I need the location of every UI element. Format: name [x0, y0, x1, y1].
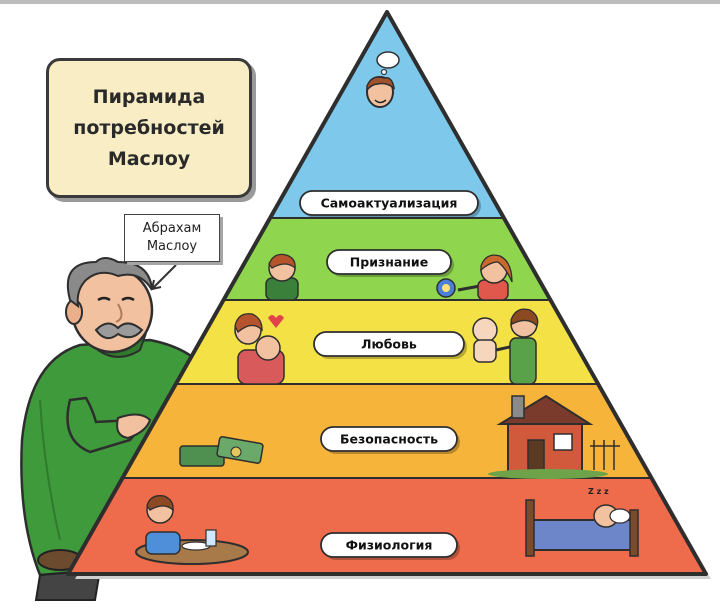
level-label-self-actualization: Самоактуализация [321, 196, 458, 211]
house-door [527, 439, 545, 473]
fence [590, 440, 620, 470]
top-border [0, 0, 720, 4]
child-head [255, 335, 281, 361]
level-label-pill-self-actualization [299, 190, 479, 216]
handing-arm [457, 284, 481, 292]
thought-cloud-icon [376, 51, 400, 69]
recognition-illustration [265, 253, 513, 301]
baby-body [473, 339, 497, 363]
thought-dot [380, 68, 388, 76]
nose [115, 303, 123, 323]
bed-headboard [525, 499, 535, 557]
house-chimney [511, 395, 525, 419]
eyes [97, 296, 135, 302]
father-hair [510, 308, 539, 328]
author-caption-line-2: Маслоу [146, 239, 198, 254]
pyramid-outline [66, 10, 708, 576]
level-label-pill-physiology [320, 532, 458, 558]
glass-icon [205, 529, 217, 547]
title-box: Пирамида потребностей Маслоу [46, 58, 252, 198]
grass [488, 469, 608, 479]
level-label-physiology: Физиология [346, 538, 433, 553]
physiology-illustration: Z z z [135, 487, 639, 565]
level-label-pill-safety [320, 426, 458, 452]
title-line-3: Маслоу [107, 147, 191, 170]
sweater-fold [39, 399, 61, 541]
moustache [94, 322, 144, 340]
boy-smile [374, 99, 387, 104]
boy-hair [366, 76, 396, 93]
father-body [509, 337, 537, 385]
eating-child-body [145, 531, 181, 555]
love-illustration [234, 308, 539, 385]
title-line-2: потребностей [73, 116, 225, 139]
sleep-mark: Z z z [588, 487, 609, 496]
level-label-safety: Безопасность [340, 432, 438, 447]
level-label-pill-recognition [326, 249, 452, 275]
hair [66, 257, 153, 309]
level-self-actualization [268, 9, 506, 219]
child-left-hair [268, 253, 296, 270]
bed-blanket [529, 519, 635, 551]
heart-icon [268, 315, 284, 328]
safety-illustration [179, 394, 620, 479]
baby-head [472, 317, 498, 343]
author-caption-line-1: Абрахам [142, 221, 202, 236]
level-label-love: Любовь [361, 337, 417, 352]
hand [116, 413, 152, 440]
eating-child-hair [146, 495, 174, 512]
house-window [553, 433, 573, 451]
mother-hair [234, 313, 263, 334]
award-center [442, 284, 450, 292]
pointer-arrow-icon [151, 264, 177, 290]
bed-footboard [629, 509, 639, 557]
level-label-pill-love [313, 331, 465, 357]
title-line-1: Пирамида [92, 85, 206, 108]
coin-icon [230, 446, 242, 458]
self-actualization-illustration [366, 51, 400, 108]
pillow [609, 508, 631, 524]
author-caption: Абрахам Маслоу [124, 214, 220, 262]
child-right-hair [480, 254, 513, 283]
level-label-recognition: Признание [350, 255, 428, 270]
